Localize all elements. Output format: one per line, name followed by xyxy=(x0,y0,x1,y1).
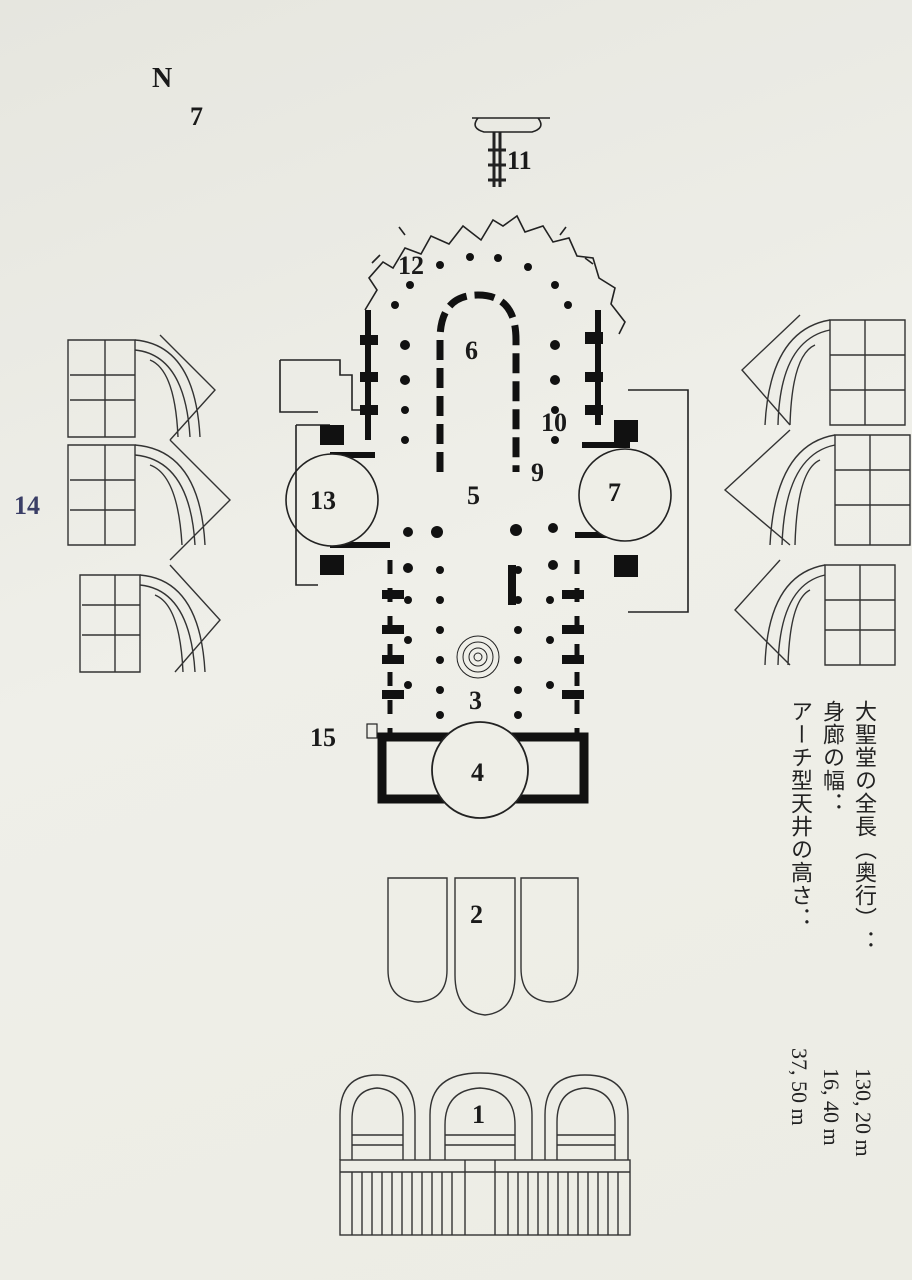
axial-chapel xyxy=(472,117,550,133)
vault-plan-2 xyxy=(387,877,579,1016)
elevation-right xyxy=(723,314,911,666)
label-13: 13 xyxy=(310,486,336,515)
label-4: 4 xyxy=(471,758,484,787)
rose-window-4 xyxy=(431,721,529,819)
label-5: 5 xyxy=(467,481,480,510)
label-9: 9 xyxy=(531,458,544,487)
north-indicator: N xyxy=(152,63,173,94)
facade-elevation-1 xyxy=(339,1072,631,1236)
dimension-value-length: 130, 20 m xyxy=(851,1068,876,1157)
label-7: 7 xyxy=(608,478,621,507)
apse-chapels xyxy=(364,214,626,335)
label-7-top: 7 xyxy=(190,102,203,131)
label-6: 6 xyxy=(465,336,478,365)
dimension-value-nave-width: 16, 40 m xyxy=(819,1068,844,1146)
dimension-label-vault-height: アーチ型天井の高さ： xyxy=(787,700,812,930)
dimension-value-vault-height: 37, 50 m xyxy=(787,1048,812,1126)
elevation-14-left xyxy=(67,334,231,673)
label-2: 2 xyxy=(470,900,483,929)
label-14: 14 xyxy=(14,491,40,520)
dimension-label-length: 大聖堂の全長（奥行）： xyxy=(851,700,876,953)
label-3: 3 xyxy=(469,686,482,715)
label-12: 12 xyxy=(398,251,424,280)
label-11: 11 xyxy=(507,146,532,175)
dimension-label-nave-width: 身廊の幅： xyxy=(819,700,844,815)
rose-window-13 xyxy=(285,453,379,547)
label-10: 10 xyxy=(541,408,567,437)
label-1: 1 xyxy=(472,1100,485,1129)
choir xyxy=(436,291,520,472)
rose-window-7 xyxy=(578,448,672,542)
label-15: 15 xyxy=(310,723,336,752)
